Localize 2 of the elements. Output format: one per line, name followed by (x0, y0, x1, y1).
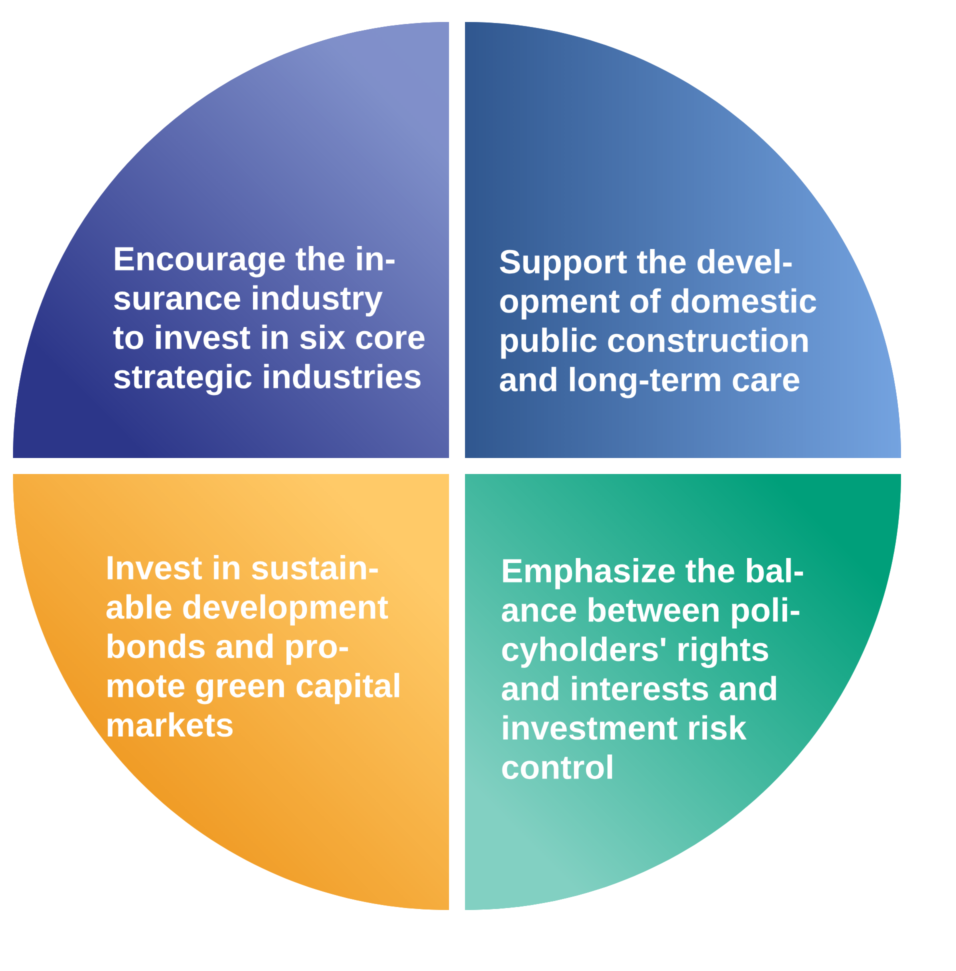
quadrant: Support the devel- opment of domestic public construction and long-term care (465, 22, 901, 458)
quadrant: Emphasize the bal- ance between poli- cyholders' rights and interests and investment risk control (465, 474, 901, 910)
